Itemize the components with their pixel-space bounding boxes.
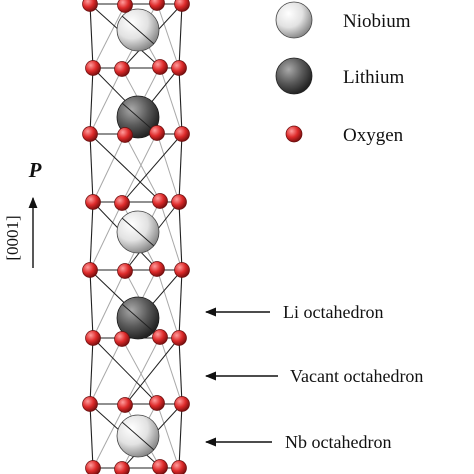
back-bond [121, 132, 158, 204]
front-diagonal-bond [121, 421, 155, 451]
oxygen-atom [82, 126, 98, 142]
back-bond [159, 66, 183, 135]
oxygen-atom [149, 261, 165, 277]
edge-bond [89, 133, 94, 203]
legend-item-lithium: Lithium [275, 57, 404, 95]
polarization-symbol: P [28, 158, 42, 182]
legend-item-niobium: Niobium [275, 1, 411, 39]
back-bond [92, 4, 126, 69]
oxygen-atom [149, 125, 165, 141]
oxygen-atom [117, 263, 133, 279]
oxygen-atom [171, 460, 187, 474]
oxygen-atom [174, 396, 190, 412]
back-bond [89, 338, 123, 405]
annotation-nb-octahedron: Nb octahedron [204, 432, 391, 452]
oxygen-atom [117, 397, 133, 413]
octahedron-annotations: Li octahedron Vacant octahedron Nb octah… [204, 302, 423, 452]
back-bond [159, 336, 183, 405]
edge-bond [89, 337, 94, 405]
front-diagonal-bond [121, 217, 155, 247]
oxygen-atom [174, 262, 190, 278]
oxygen-atom [171, 60, 187, 76]
lithium-sphere-icon [275, 57, 313, 95]
label-li-octahedron: Li octahedron [283, 302, 383, 322]
back-bond [159, 200, 183, 271]
diagonal-bond [89, 133, 161, 202]
legend-label-niobium: Niobium [343, 11, 411, 32]
edge-bond [178, 201, 183, 271]
oxygen-atom [117, 127, 133, 143]
annotation-li-octahedron: Li octahedron [204, 302, 383, 322]
oxygen-atom [85, 60, 101, 76]
oxygen-atom [117, 0, 133, 13]
oxygen-atom [114, 61, 130, 77]
back-bond [121, 338, 158, 404]
oxygen-atom [114, 461, 130, 474]
oxygen-atom [82, 396, 98, 412]
legend: Niobium Lithium Oxygen [275, 1, 411, 146]
oxygen-atom [149, 395, 165, 411]
oxygen-atom [85, 330, 101, 346]
oxygen-atom [152, 459, 168, 474]
edge-bond [178, 337, 183, 405]
oxygen-atom [82, 0, 98, 12]
edge-bond [178, 3, 183, 69]
edge-bond [178, 269, 183, 339]
oxygen-atom [174, 0, 190, 12]
back-bond [92, 134, 126, 203]
oxygen-atom [171, 194, 187, 210]
front-diagonal-bond [121, 15, 155, 45]
oxygen-sphere-icon [285, 125, 303, 143]
back-bond [156, 402, 180, 469]
back-bond [156, 132, 180, 203]
diagonal-bond [121, 133, 183, 204]
back-bond [124, 134, 161, 202]
oxygen-atom [174, 126, 190, 142]
label-nb-octahedron: Nb octahedron [285, 432, 391, 452]
diagonal-bond [92, 337, 158, 404]
oxygen-atom [114, 331, 130, 347]
crystal-chain [82, 0, 190, 474]
edge-bond [178, 403, 183, 469]
oxygen-atom [152, 193, 168, 209]
front-diagonal-bond [121, 303, 155, 333]
back-bond [92, 404, 126, 469]
cation-spheres [116, 8, 160, 458]
edge-bond [89, 269, 94, 339]
back-bond [156, 2, 180, 69]
niobium-sphere-icon [275, 1, 313, 39]
direction-label: [0001] [3, 215, 22, 260]
edge-bond [89, 403, 94, 469]
oxygen-atom [149, 0, 165, 11]
back-bond [89, 202, 123, 271]
oxygen-atom [152, 59, 168, 75]
edge-bond [89, 201, 94, 271]
oxygen-atom [171, 330, 187, 346]
edge-bond [89, 3, 94, 69]
oxygen-atom [85, 194, 101, 210]
legend-label-lithium: Lithium [343, 67, 404, 88]
edge-bond [178, 67, 183, 135]
oxygen-atom [152, 329, 168, 345]
front-diagonal-bond [121, 102, 155, 132]
label-vacant-octahedron: Vacant octahedron [290, 366, 423, 386]
oxygen-atom [114, 195, 130, 211]
annotation-vacant-octahedron: Vacant octahedron [204, 366, 423, 386]
edge-bond [89, 67, 94, 135]
back-bond [92, 270, 126, 339]
oxygen-atom [82, 262, 98, 278]
diagonal-bond [124, 337, 180, 406]
back-bond [156, 268, 180, 339]
oxygen-atom [85, 460, 101, 474]
back-bond [124, 336, 161, 406]
polarization-indicator: P [0001] [3, 158, 42, 268]
back-bond [89, 68, 123, 135]
legend-label-oxygen: Oxygen [343, 125, 404, 146]
oxygen-spheres [82, 0, 190, 474]
edge-bond [178, 133, 183, 203]
legend-item-oxygen: Oxygen [285, 125, 404, 146]
